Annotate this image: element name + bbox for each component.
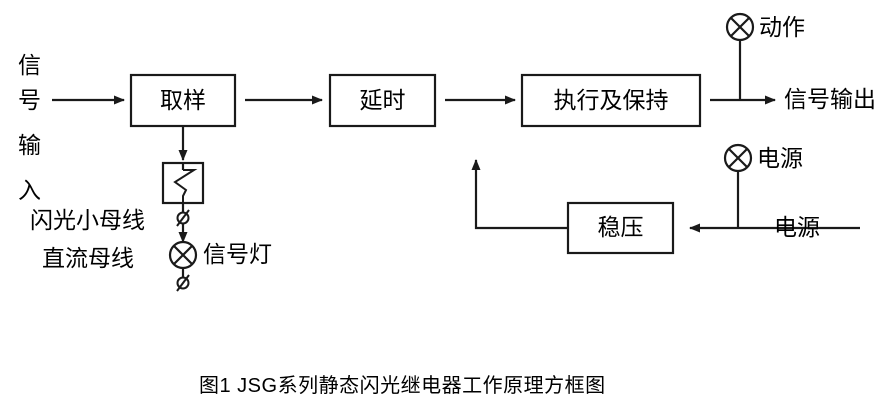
terminal-symbol-lower-slash xyxy=(176,274,190,292)
power-lamp-cross-b xyxy=(728,148,748,168)
input-label-char-4: 入 xyxy=(18,177,41,203)
label-power-lamp: 电源 xyxy=(757,145,803,171)
terminal-symbol-upper-slash xyxy=(176,209,190,227)
label-action-lamp: 动作 xyxy=(759,14,805,40)
block-label-execute: 执行及保持 xyxy=(553,87,669,113)
input-label-char-3: 输 xyxy=(18,132,41,158)
block-label-delay: 延时 xyxy=(359,87,406,113)
label-signal-output: 信号输出 xyxy=(784,86,876,112)
label-flash-bus: 闪光小母线 xyxy=(30,207,145,233)
block-label-regulator: 稳压 xyxy=(597,214,644,240)
label-signal-lamp: 信号灯 xyxy=(203,241,272,267)
figure-caption: 图1 JSG系列静态闪光继电器工作原理方框图 xyxy=(199,375,606,397)
terminal-symbol-upper-circle xyxy=(176,211,190,225)
input-label-char-2: 号 xyxy=(18,87,41,113)
block-execute-rect xyxy=(520,73,702,128)
terminal-symbol-lower-circle xyxy=(176,276,190,290)
arrow-regulator-to-execute xyxy=(471,159,568,230)
input-label-char-1: 信 xyxy=(18,52,41,78)
label-dc-bus: 直流母线 xyxy=(42,245,134,271)
label-power-source: 电源 xyxy=(774,214,820,240)
contact-break-symbol xyxy=(173,169,198,203)
action-lamp-cross-b xyxy=(730,17,750,37)
signal-lamp-cross-b xyxy=(173,245,193,265)
block-delay-rect xyxy=(328,73,437,128)
block-label-sampling: 取样 xyxy=(160,87,206,113)
power-lamp-circle xyxy=(723,143,753,173)
action-lamp-circle xyxy=(725,12,755,42)
